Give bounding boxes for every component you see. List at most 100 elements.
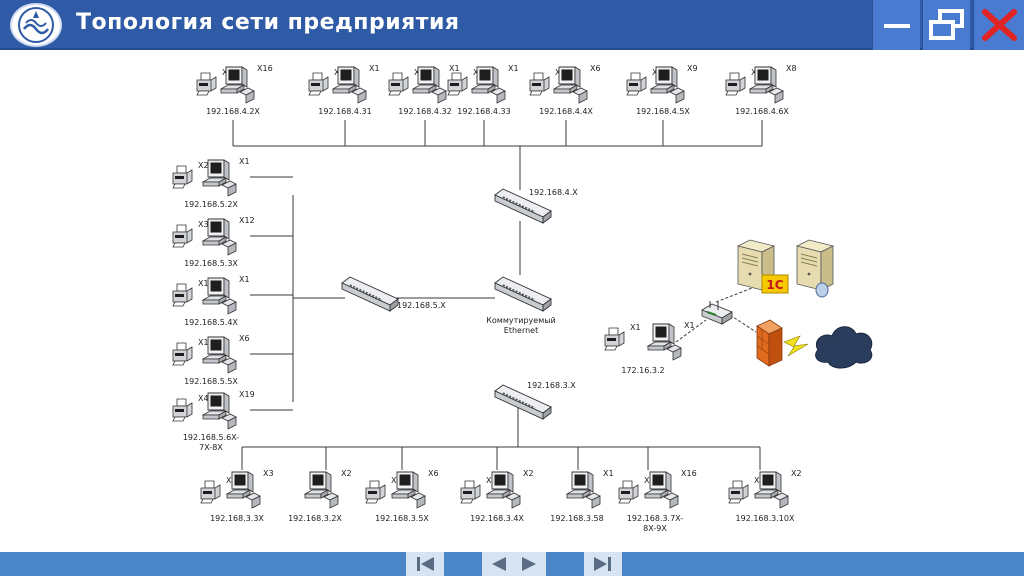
workstation-icon bbox=[332, 66, 367, 104]
database-server-icon bbox=[796, 239, 834, 291]
printer-icon bbox=[172, 398, 193, 422]
restore-button[interactable] bbox=[922, 0, 970, 50]
printer-count-label: X1 bbox=[226, 476, 237, 485]
printer-icon bbox=[308, 72, 329, 96]
printer-icon bbox=[604, 327, 625, 351]
ip-address-label: 192.168.4.5X bbox=[636, 107, 690, 116]
ip-address-label: 192.168.3.10X bbox=[736, 514, 795, 523]
workstation-icon bbox=[566, 471, 601, 509]
ip-address-label: 192.168.3.2X bbox=[288, 514, 342, 523]
ip-address-label: 192.168.5.4X bbox=[184, 318, 238, 327]
close-icon bbox=[982, 9, 1017, 41]
workstation-icon bbox=[202, 392, 237, 430]
restore-icon bbox=[929, 9, 964, 40]
ip-address-label: 192.168.3.58 bbox=[550, 514, 603, 523]
last-slide-button[interactable] bbox=[584, 552, 622, 576]
server-room-node: 1С bbox=[701, 239, 873, 369]
printer-icon bbox=[200, 480, 221, 504]
ip-address-label: 192.168.5.2X bbox=[184, 200, 238, 209]
first-slide-button[interactable] bbox=[406, 552, 444, 576]
ip-address-label: 192.168.3.3X bbox=[210, 514, 264, 523]
ip-address-label: 192.168.5.5X bbox=[184, 377, 238, 386]
printer-icon bbox=[728, 480, 749, 504]
database-icon bbox=[815, 282, 829, 298]
next-slide-button[interactable] bbox=[516, 552, 546, 576]
workstation-icon bbox=[202, 336, 237, 374]
lightning-icon bbox=[783, 335, 809, 357]
workstation-count-label: X1 bbox=[603, 469, 614, 478]
minimize-button[interactable] bbox=[872, 0, 920, 50]
ip-address-label: 192.168.4.33 bbox=[457, 107, 510, 116]
workstation-icon bbox=[553, 66, 588, 104]
workstation-count-label: X8 bbox=[786, 64, 797, 73]
workgroup-node: X1 192.168.3.58 bbox=[550, 469, 613, 523]
ip-address-label: 192.168.4.6X bbox=[735, 107, 789, 116]
minimize-icon bbox=[884, 24, 910, 28]
dashed-link bbox=[715, 287, 753, 303]
ip-address-label: 192.168.5.6X- bbox=[183, 433, 239, 442]
workstation-icon bbox=[486, 471, 521, 509]
printer-icon bbox=[388, 72, 409, 96]
core-switch-label: Коммутируемый bbox=[486, 316, 556, 325]
workstation-count-label: X19 bbox=[239, 390, 255, 399]
printer-icon bbox=[447, 72, 468, 96]
close-button[interactable] bbox=[973, 0, 1024, 50]
ip-address-label-cont: 7X-8X bbox=[199, 443, 223, 452]
ip-address-label: 192.168.4.31 bbox=[318, 107, 371, 116]
workgroup-node: X3 X16 192.168.3.7X-8X-9X bbox=[618, 469, 697, 533]
workstation-count-label: X1 bbox=[239, 157, 250, 166]
title-bar: Топология сети предприятия bbox=[0, 0, 1024, 50]
workstation-count-label: X1 bbox=[508, 64, 519, 73]
workgroup-node: X2 192.168.3.2X bbox=[288, 469, 351, 523]
switch-label: 192.168.3.X bbox=[527, 381, 576, 390]
printer-icon bbox=[626, 72, 647, 96]
printer-icon bbox=[172, 342, 193, 366]
printer-count-label: X1 bbox=[486, 476, 497, 485]
workstation-count-label: X1 bbox=[369, 64, 380, 73]
workstation-count-label: X16 bbox=[681, 469, 697, 478]
workstation-icon bbox=[412, 66, 447, 104]
printer-icon bbox=[725, 72, 746, 96]
workstation-count-label: X2 bbox=[341, 469, 352, 478]
workstation-count-label: X2 bbox=[523, 469, 534, 478]
printer-count-label: X3 bbox=[644, 476, 655, 485]
firewall-icon bbox=[756, 319, 783, 367]
printer-count-label: X2 bbox=[198, 161, 209, 170]
internet-cloud-icon bbox=[815, 326, 873, 369]
workgroup-node: X2X9192.168.4.5X bbox=[626, 64, 698, 116]
window-title: Топология сети предприятия bbox=[76, 10, 460, 35]
workstation-count-label: X1 bbox=[684, 321, 695, 330]
workstation-icon bbox=[202, 277, 237, 315]
dashed-link bbox=[729, 314, 757, 333]
printer-icon bbox=[172, 283, 193, 307]
workstation-icon bbox=[650, 66, 685, 104]
workstation-icon bbox=[749, 66, 784, 104]
ip-address-label-cont: 8X-9X bbox=[643, 524, 667, 533]
core-switch-icon bbox=[494, 276, 552, 312]
workstation-icon bbox=[226, 471, 261, 509]
workstation-count-label: X6 bbox=[428, 469, 439, 478]
dashed-link bbox=[675, 319, 707, 343]
ip-address-label: 192.168.4.4X bbox=[539, 107, 593, 116]
printer-count-label: X2 bbox=[391, 476, 402, 485]
workstation-count-label: X16 bbox=[257, 64, 273, 73]
printer-icon bbox=[618, 480, 639, 504]
printer-icon bbox=[196, 72, 217, 96]
printer-icon bbox=[529, 72, 550, 96]
previous-slide-button[interactable] bbox=[482, 552, 516, 576]
printer-count-label: X1 bbox=[630, 323, 641, 332]
ip-address-label: 192.168.3.7X- bbox=[627, 514, 683, 523]
next-slide-icon bbox=[522, 557, 536, 571]
workstation-count-label: X1 bbox=[449, 64, 460, 73]
switch-icon bbox=[341, 276, 399, 312]
workstation-count-label: X6 bbox=[590, 64, 601, 73]
workstation-icon bbox=[391, 471, 426, 509]
